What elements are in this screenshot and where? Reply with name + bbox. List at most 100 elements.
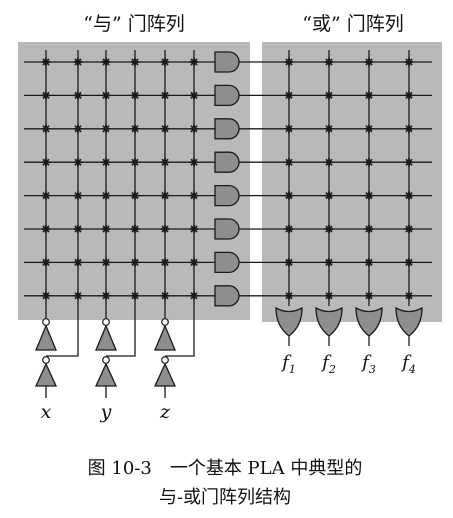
crosspoint [189,57,199,67]
output-label-f3: f3 [360,352,376,376]
crosspoint [364,158,374,167]
crosspoint [130,224,140,234]
and-array-panel [18,42,250,320]
crosspoint [160,291,170,300]
crosspoint [284,191,294,200]
crosspoint [101,224,111,234]
crosspoints [41,57,414,300]
crosspoint [189,224,199,234]
input-buffer-triangle [94,362,118,387]
crosspoint [364,258,374,267]
crosspoint [324,158,334,167]
inverter-bubble [161,318,169,326]
crosspoint [41,258,51,267]
or-array-title: “或” 门阵列 [302,13,403,35]
output-label-f2: f2 [320,352,336,376]
or-gate [395,306,423,337]
inverter-bubble [102,356,110,364]
crosspoint [73,258,83,267]
input-buffer-triangle [153,362,177,387]
crosspoint [160,224,170,234]
or-gates [275,306,423,337]
crosspoint [130,91,140,100]
crosspoint [130,191,140,200]
crosspoint [284,291,294,300]
literal-tap-wire [46,322,79,357]
crosspoint [101,124,111,133]
or-gate [315,306,343,337]
or-gate [275,306,303,337]
crosspoint [364,124,374,133]
and-gate [214,251,240,274]
crosspoint [160,158,170,167]
crosspoint [101,158,111,167]
crosspoint [41,191,51,200]
crosspoint [73,224,83,234]
output-label-f1: f1 [280,352,296,376]
crosspoint [284,158,294,167]
and-array-title: “与” 门阵列 [83,13,184,35]
or-array-panel [262,42,442,322]
crosspoint [130,291,140,300]
crosspoint [41,224,51,234]
crosspoint [189,124,199,133]
crosspoint [101,91,111,100]
inverter-triangle [154,324,176,351]
literal-tap-wire [106,322,136,357]
crosspoint [160,191,170,200]
input-label-x: x [41,401,52,423]
crosspoint [364,224,374,234]
and-gate [214,218,240,240]
crosspoint [404,224,414,234]
crosspoint [404,258,414,267]
and-gate [214,151,240,173]
input-buffers [34,318,195,398]
crosspoint [101,191,111,200]
and-gate [214,184,240,207]
inverter-bubble [42,356,50,364]
crosspoint [41,291,51,300]
crosspoint [73,124,83,133]
output-label-f4: f4 [400,352,416,376]
crosspoint [130,158,140,167]
crosspoint [324,258,334,267]
input-label-z: z [159,401,171,423]
crosspoint [284,91,294,100]
and-gate [214,118,240,140]
literal-tap-wire [165,322,195,357]
caption-line-1: 图 10-3 一个基本 PLA 中典型的 [88,458,363,479]
and-gates [214,51,240,307]
crosspoint [130,57,140,67]
caption-line-2: 与-或门阵列结构 [159,487,291,508]
crosspoint [160,57,170,67]
crosspoint [404,124,414,133]
crosspoint [284,57,294,67]
crosspoint [41,91,51,100]
crosspoint [101,291,111,300]
inverter-bubble [161,356,169,364]
crosspoint [189,258,199,267]
inverter-triangle [95,324,117,351]
crosspoint [364,191,374,200]
crosspoint [41,124,51,133]
crosspoint [101,258,111,267]
crosspoint [404,191,414,200]
input-buffer-triangle [34,362,58,387]
crosspoint [73,191,83,200]
inverter-triangle [35,324,57,351]
and-gate [214,84,240,107]
crosspoint [73,91,83,100]
and-gate [214,51,240,73]
crosspoint [284,124,294,133]
crosspoint [324,224,334,234]
crosspoint [101,57,111,67]
crosspoint [324,124,334,133]
crosspoint [284,258,294,267]
crosspoint [160,258,170,267]
crosspoint [160,124,170,133]
crosspoint [404,158,414,167]
crosspoint [189,91,199,100]
crosspoint [404,91,414,100]
crosspoint [41,57,51,67]
